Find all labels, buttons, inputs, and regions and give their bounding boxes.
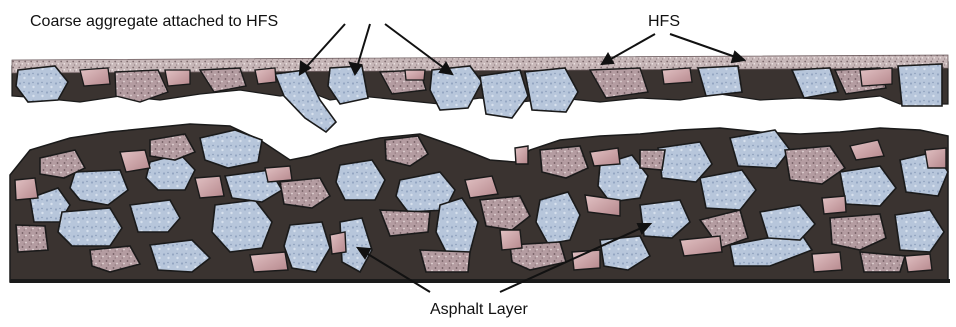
pink-aggregate [165, 70, 190, 86]
pink-aggregate [250, 252, 288, 272]
pink-aggregate [465, 176, 498, 198]
pink-aggregate [925, 148, 946, 168]
pink-aggregate [860, 68, 892, 86]
pink-aggregate [255, 68, 276, 84]
pink-aggregate [822, 196, 846, 214]
pink-aggregate [905, 254, 932, 272]
pink-aggregate [662, 68, 692, 84]
pink-aggregate [330, 232, 346, 254]
pink-aggregate [405, 70, 425, 80]
speckled-aggregate [860, 252, 905, 272]
asphalt-layer-label: Asphalt Layer [430, 301, 529, 318]
pink-aggregate [195, 176, 224, 198]
speckled-aggregate [640, 150, 665, 170]
pink-aggregate [265, 166, 292, 182]
coarse-aggregate [480, 70, 528, 118]
asphalt-layer [10, 124, 950, 283]
pink-aggregate [80, 68, 110, 86]
pink-aggregate [680, 236, 722, 256]
coarse-aggregate [898, 64, 942, 106]
hfs-label: HFS [648, 13, 680, 30]
hfs-layer [12, 55, 948, 132]
speckled-aggregate [420, 250, 470, 272]
speckled-aggregate [16, 225, 48, 252]
blue-aggregate [130, 200, 180, 232]
coarse-aggregate [698, 66, 742, 96]
pink-aggregate [515, 146, 528, 164]
pink-aggregate [15, 178, 38, 200]
coarse-aggregate [430, 66, 482, 110]
coarse-aggregate [16, 66, 68, 102]
base-line [10, 279, 950, 283]
pink-aggregate [812, 252, 842, 272]
blue-aggregate [200, 130, 262, 168]
pink-aggregate [590, 148, 620, 166]
pink-aggregate [500, 230, 522, 250]
coarse-aggregate-label: Coarse aggregate attached to HFS [30, 13, 278, 30]
pink-aggregate [120, 150, 150, 172]
blue-aggregate [58, 208, 122, 246]
